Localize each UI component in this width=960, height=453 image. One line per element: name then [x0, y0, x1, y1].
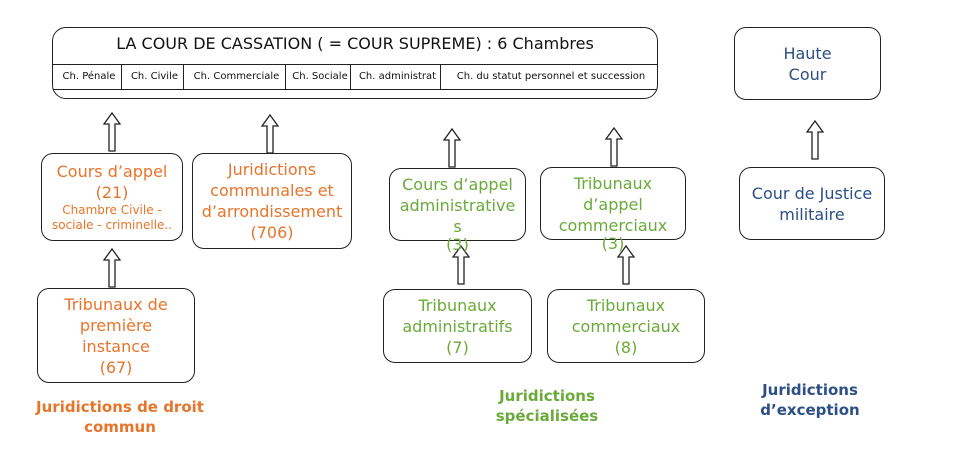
tribunaux-comm-line1: Tribunaux — [586, 295, 666, 315]
arrow-up-icon — [443, 126, 461, 170]
juridictions-communales-line1: Juridictions — [227, 160, 317, 179]
chamber-civile: Ch. Civile — [122, 65, 184, 89]
tribunaux-premiere-count: (67) — [99, 357, 133, 377]
cour-de-cassation-box: LA COUR DE CASSATION ( = COUR SUPREME) :… — [52, 27, 658, 99]
specialisees-label-line2: spécialisées — [495, 407, 599, 425]
arrow-up-icon — [605, 125, 623, 169]
arrow-up-icon — [806, 112, 824, 168]
tribunaux-comm-line2: commerciaux — [571, 316, 681, 336]
chamber-sociale: Ch. Sociale — [286, 65, 351, 89]
cours-appel-box: Cours d’appel (21) Chambre Civile - soci… — [41, 153, 183, 241]
exception-label-line2: d’exception — [760, 401, 860, 419]
tribunaux-appel-comm-line1: Tribunaux — [573, 174, 653, 193]
exception-label-line1: Juridictions — [762, 381, 858, 399]
juridictions-communales-count: (706) — [250, 223, 294, 242]
cours-appel-admin-line2: administrative — [399, 196, 516, 215]
tribunaux-premiere-line3: instance — [82, 336, 150, 356]
tribunaux-admin-line1: Tribunaux — [418, 295, 497, 315]
cours-appel-sub1: Chambre Civile - — [62, 203, 162, 217]
chamber-statut-personnel: Ch. du statut personnel et succession — [456, 71, 646, 82]
chamber-commerciale: Ch. Commerciale — [184, 65, 286, 89]
tribunaux-administratifs-box: Tribunaux administratifs (7) — [383, 289, 532, 363]
tribunaux-appel-comm-count: (3) — [601, 234, 625, 253]
tribunaux-premiere-line2: première — [79, 315, 153, 335]
cour-justice-militaire-line2: militaire — [779, 204, 845, 224]
haute-cour-line2: Cour — [788, 64, 827, 84]
cours-appel-line1: Cours d’appel — [56, 162, 168, 181]
cour-justice-militaire-box: Cour de Justice militaire — [739, 167, 885, 240]
tribunaux-admin-line2: administratifs — [402, 316, 513, 336]
tribunaux-appel-comm-line3: commerciaux — [558, 216, 668, 235]
chamber-penale: Ch. Pénale — [53, 65, 122, 89]
haute-cour-line1: Haute — [783, 43, 832, 63]
juridictions-communales-line2: communales et — [210, 181, 334, 200]
tribunaux-appel-comm-line2: d’appel — [583, 195, 643, 214]
chambers-row: Ch. Pénale Ch. Civile Ch. Commerciale Ch… — [53, 64, 657, 90]
droit-commun-label-line1: Juridictions de droit — [36, 398, 204, 416]
juridictions-specialisees-label: Juridictions spécialisées — [472, 386, 622, 426]
tribunaux-premiere-line1: Tribunaux de — [64, 294, 168, 314]
tribunaux-commerciaux-box: Tribunaux commerciaux (8) — [547, 289, 705, 363]
chamber-administrative: Ch. administrat — [351, 65, 441, 89]
tribunaux-appel-commerciaux-box: Tribunaux d’appel commerciaux (3) — [540, 167, 686, 253]
cours-appel-admin-line3: s — [453, 217, 462, 236]
juridictions-droit-commun-label: Juridictions de droit commun — [20, 397, 220, 437]
juridictions-communales-line3: d’arrondissement — [201, 202, 343, 221]
cours-appel-admin-count: (3) — [446, 235, 469, 254]
haute-cour-box: Haute Cour — [734, 27, 881, 100]
cours-appel-administratives-box: Cours d’appel administrative s (3) — [389, 168, 526, 254]
cour-de-cassation-title: LA COUR DE CASSATION ( = COUR SUPREME) :… — [116, 34, 594, 53]
cours-appel-sub2: sociale - criminelle.. — [51, 218, 173, 232]
arrow-up-icon — [103, 110, 121, 154]
tribunaux-premiere-instance-box: Tribunaux de première instance (67) — [37, 288, 195, 383]
juridictions-exception-label: Juridictions d’exception — [735, 380, 885, 420]
juridictions-communales-box: Juridictions communales et d’arrondissem… — [192, 153, 352, 249]
droit-commun-label-line2: commun — [84, 418, 156, 436]
cour-justice-militaire-line1: Cour de Justice — [751, 183, 873, 203]
tribunaux-admin-count: (7) — [446, 337, 469, 357]
cours-appel-admin-line1: Cours d’appel — [402, 175, 513, 194]
arrow-up-icon — [103, 247, 121, 289]
specialisees-label-line1: Juridictions — [499, 387, 595, 405]
cours-appel-count: (21) — [95, 183, 129, 202]
tribunaux-comm-count: (8) — [614, 337, 638, 357]
arrow-up-icon — [261, 113, 279, 155]
